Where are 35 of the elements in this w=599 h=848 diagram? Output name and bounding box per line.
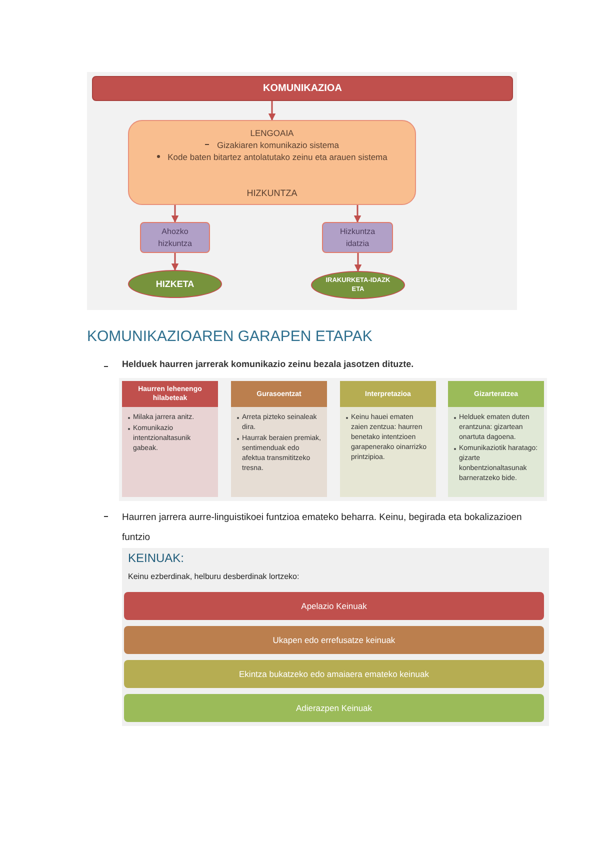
panel-text: Keinu ezberdinak, helburu desberdinak lortzeko:: [128, 571, 300, 583]
title-bar: [92, 76, 513, 101]
bar-text: Ukapen edo errefusatze keinuak: [272, 634, 396, 646]
bar-text: Adierazpen Keinuak: [296, 702, 372, 714]
category-bar: [124, 592, 544, 620]
category-bar: [124, 626, 544, 654]
stage-card: [448, 381, 544, 497]
ellipse-text: HIZKETA: [156, 280, 194, 288]
arrow: [171, 205, 179, 223]
list-item: Kode baten bitartez antolatutako zeinu eta arauen sistema: [168, 151, 388, 164]
box-text: Hizkuntza idatzia: [338, 226, 376, 250]
stage-card: [340, 381, 436, 497]
panel-heading: KEINUAK:: [128, 550, 184, 567]
bar-text: Apelazio Keinuak: [301, 600, 367, 612]
list-item: Haurren jarrera aurre-linguistikoei funtzioa emateko beharra. Keinu, begirada eta bokalizazioen funtzio: [122, 511, 523, 545]
process-box: [322, 222, 393, 253]
arrow: [354, 205, 362, 223]
list-item: Helduek haurren jarrerak komunikazio zeinu bezala jasotzen dituzte.: [122, 358, 414, 371]
list-item: Gizakiaren komunikazio sistema: [217, 139, 339, 152]
arrow: [354, 253, 362, 272]
box-footer: HIZKUNTZA: [129, 186, 415, 200]
process-box: [140, 222, 210, 253]
stage-card: [122, 381, 218, 497]
category-bar: [124, 694, 544, 722]
box-heading: LENGOAIA: [249, 127, 295, 140]
bar-text: KOMUNIKAZIOA: [263, 82, 342, 96]
arrow: [171, 253, 179, 271]
stage-card: [231, 381, 327, 497]
bar-text: Ekintza bukatzeko edo amaiaera emateko keinuak: [239, 668, 429, 680]
category-bar: [124, 660, 544, 688]
panel: [122, 548, 549, 726]
section-heading: KOMUNIKAZIOAREN GARAPEN ETAPAK: [87, 327, 372, 347]
process-box: [128, 120, 416, 205]
arrow: [268, 101, 276, 121]
box-text: Ahozko hizkuntza: [157, 226, 193, 250]
